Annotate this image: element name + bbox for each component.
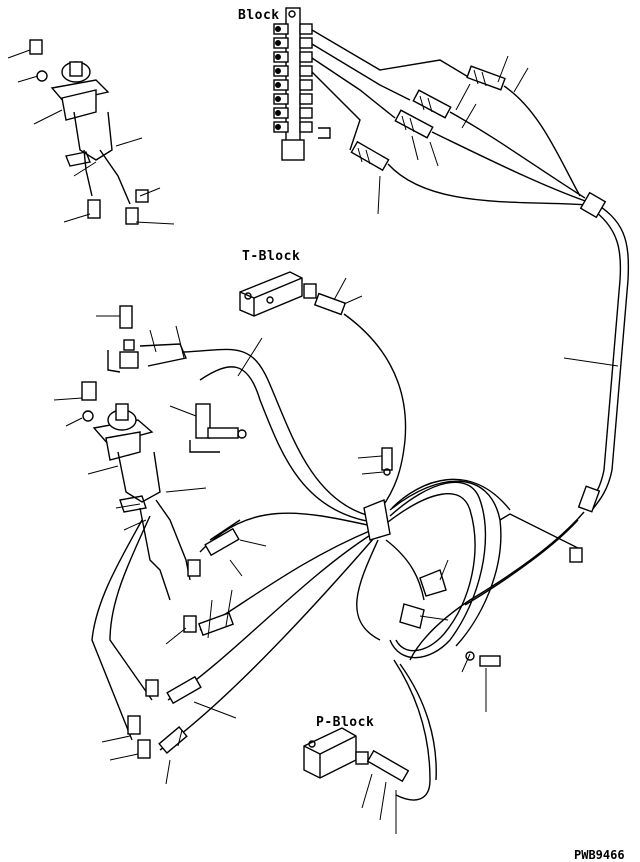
ppc-valve-upper — [7, 39, 175, 225]
figure-code: PWB9466 — [574, 848, 625, 862]
valve-block — [273, 7, 331, 161]
label-t-block: T-Block — [242, 249, 301, 264]
label-block: Block — [238, 8, 280, 23]
p-block — [303, 727, 410, 834]
label-p-block: P-Block — [316, 715, 375, 730]
loop-hoses — [356, 478, 511, 801]
right-hose-bundle — [409, 191, 630, 661]
t-block — [239, 271, 407, 511]
block-hoses — [311, 29, 591, 215]
ppc-valve-lower — [53, 305, 247, 785]
center-hoses — [158, 337, 393, 754]
